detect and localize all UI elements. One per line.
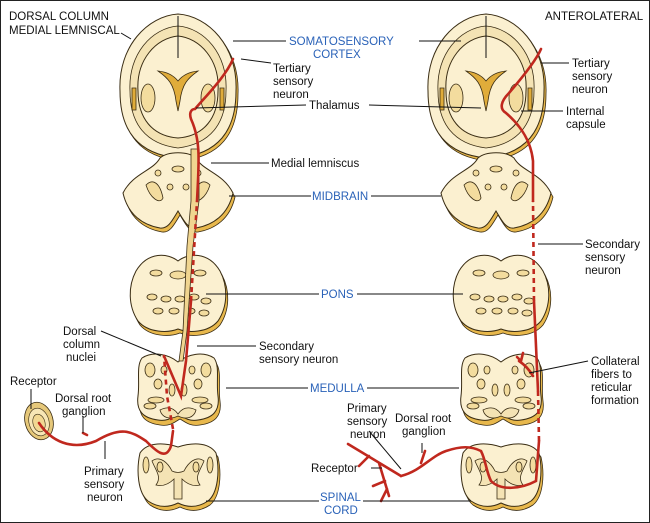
svg-text:Internal: Internal bbox=[566, 106, 604, 118]
svg-text:nuclei: nuclei bbox=[66, 352, 96, 364]
svg-text:Dorsal: Dorsal bbox=[63, 326, 96, 338]
svg-text:Tertiary: Tertiary bbox=[572, 58, 610, 70]
left-drg-label: Dorsal root ganglion bbox=[55, 393, 112, 418]
leader-lines bbox=[30, 32, 589, 502]
right-tertiary-label: Tertiary sensory neuron bbox=[572, 58, 613, 96]
svg-text:sensory: sensory bbox=[84, 479, 125, 491]
title-dorsal-column: DORSAL COLUMN bbox=[9, 11, 109, 23]
svg-text:neuron: neuron bbox=[572, 84, 608, 96]
label-dorsal-column-nuclei: Dorsal column nuclei bbox=[63, 326, 100, 364]
label-cortex: CORTEX bbox=[313, 49, 361, 61]
right-spinal-cord-section bbox=[460, 443, 544, 511]
right-anterolateral-pathway bbox=[399, 47, 543, 490]
svg-text:reticular: reticular bbox=[591, 382, 632, 394]
svg-text:Collateral: Collateral bbox=[591, 356, 640, 368]
right-collateral-label: Collateral fibers to reticular formation bbox=[591, 356, 640, 407]
right-secondary-label: Secondary sensory neuron bbox=[585, 239, 640, 277]
svg-text:ganglion: ganglion bbox=[62, 406, 105, 418]
right-drg-label: Dorsal root ganglion bbox=[395, 413, 452, 438]
svg-text:fibers to: fibers to bbox=[591, 369, 632, 381]
title-anterolateral: ANTEROLATERAL bbox=[545, 11, 644, 23]
svg-text:neuron: neuron bbox=[273, 89, 309, 101]
svg-text:Tertiary: Tertiary bbox=[273, 63, 311, 75]
svg-text:neuron: neuron bbox=[87, 492, 123, 504]
label-thalamus: Thalamus bbox=[309, 100, 360, 112]
right-medulla-section bbox=[460, 353, 544, 426]
svg-text:neuron: neuron bbox=[350, 429, 386, 441]
title-medial-lemniscal: MEDIAL LEMNISCAL bbox=[9, 25, 120, 37]
left-tertiary-label: Tertiary sensory neuron bbox=[273, 63, 314, 101]
label-spinal: SPINAL bbox=[320, 492, 362, 504]
svg-text:Secondary: Secondary bbox=[259, 341, 314, 353]
left-pons-section bbox=[129, 254, 229, 336]
label-medulla: MEDULLA bbox=[310, 383, 365, 395]
left-primary-label: Primary sensory neuron bbox=[84, 466, 125, 504]
right-receptor-label: Receptor bbox=[311, 463, 358, 475]
svg-text:Dorsal root: Dorsal root bbox=[55, 393, 112, 405]
svg-text:sensory: sensory bbox=[572, 71, 613, 83]
svg-text:formation: formation bbox=[591, 395, 639, 407]
svg-text:ganglion: ganglion bbox=[402, 426, 445, 438]
right-internal-capsule-label: Internal capsule bbox=[566, 106, 606, 131]
svg-text:Primary: Primary bbox=[347, 403, 387, 415]
svg-text:sensory: sensory bbox=[273, 76, 314, 88]
svg-text:sensory neuron: sensory neuron bbox=[259, 354, 338, 366]
svg-text:neuron: neuron bbox=[585, 265, 621, 277]
right-brain-section bbox=[427, 13, 547, 162]
left-dcml-pathway bbox=[37, 57, 235, 455]
svg-text:capsule: capsule bbox=[566, 119, 606, 131]
left-brain-section bbox=[119, 13, 239, 162]
right-midbrain-section bbox=[440, 152, 554, 233]
right-receptor-icon bbox=[346, 442, 403, 503]
left-midbrain-section bbox=[122, 152, 236, 233]
label-cord: CORD bbox=[324, 505, 358, 517]
svg-text:sensory: sensory bbox=[347, 416, 388, 428]
svg-text:sensory: sensory bbox=[585, 252, 626, 264]
svg-text:Secondary: Secondary bbox=[585, 239, 640, 251]
left-receptor-label: Receptor bbox=[10, 376, 57, 388]
right-primary-label: Primary sensory neuron bbox=[347, 403, 388, 441]
left-secondary-label: Secondary sensory neuron bbox=[259, 341, 338, 366]
label-medial-lemniscus: Medial lemniscus bbox=[271, 158, 359, 170]
svg-text:Dorsal root: Dorsal root bbox=[395, 413, 452, 425]
svg-text:Primary: Primary bbox=[84, 466, 124, 478]
label-midbrain: MIDBRAIN bbox=[312, 191, 368, 203]
label-pons: PONS bbox=[321, 289, 354, 301]
label-somatosensory: SOMATOSENSORY bbox=[289, 36, 394, 48]
svg-text:column: column bbox=[63, 339, 100, 351]
